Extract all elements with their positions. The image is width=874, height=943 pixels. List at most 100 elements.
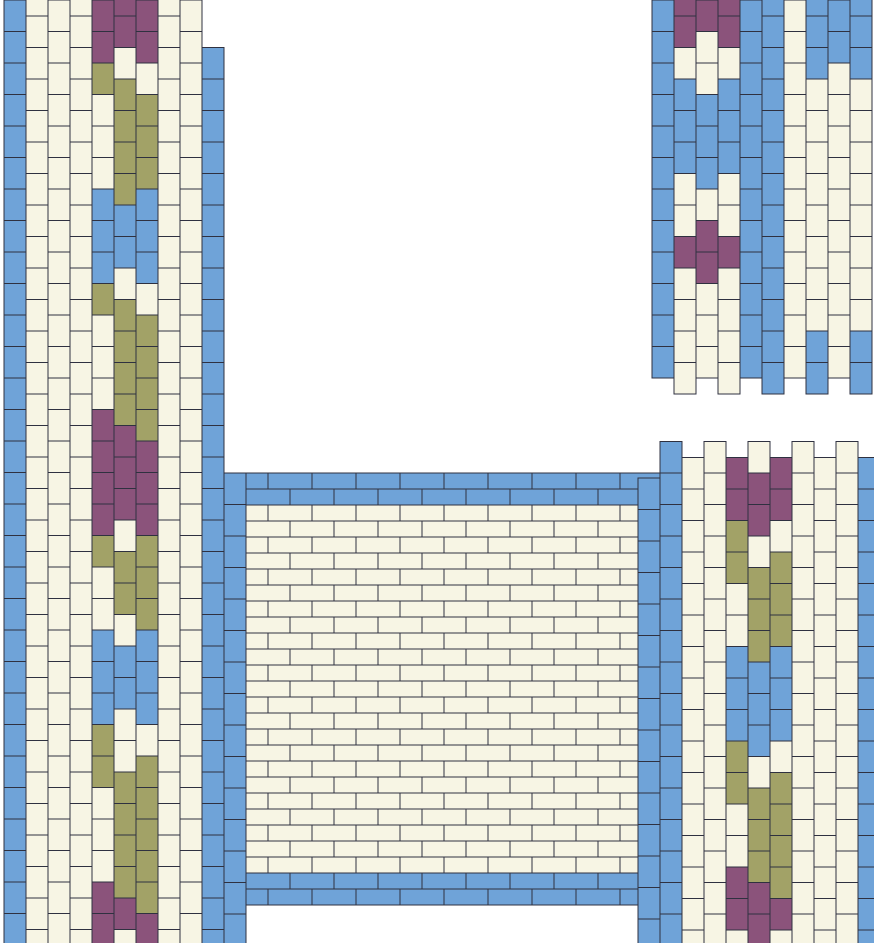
bead: [114, 646, 136, 678]
bead: [850, 0, 872, 16]
bead: [136, 126, 158, 158]
bead: [652, 0, 674, 32]
bead: [312, 825, 356, 841]
bead: [312, 569, 356, 585]
bead: [510, 649, 554, 665]
bead: [660, 662, 682, 694]
bead: [554, 649, 598, 665]
bead: [114, 205, 136, 237]
bead: [858, 898, 874, 930]
bead: [696, 347, 718, 379]
bead: [576, 889, 620, 905]
left-vertical-strip: [4, 0, 224, 943]
bead: [858, 615, 874, 647]
bead: [850, 142, 872, 174]
bead: [652, 95, 674, 127]
bead: [268, 537, 312, 553]
bead: [290, 777, 334, 793]
bead: [268, 569, 312, 585]
bead: [422, 745, 466, 761]
edge-bead: [224, 694, 246, 726]
bead: [466, 873, 510, 889]
bead: [674, 331, 696, 363]
edge-bead: [638, 919, 660, 943]
bead: [136, 315, 158, 347]
bead: [312, 793, 356, 809]
bead: [92, 63, 114, 95]
bead: [114, 457, 136, 489]
bead: [136, 284, 158, 316]
bead: [378, 585, 422, 601]
edge-bead: [224, 599, 246, 631]
bead: [836, 473, 858, 505]
bead: [378, 745, 422, 761]
bead: [268, 729, 312, 745]
bead: [488, 825, 532, 841]
bead: [378, 713, 422, 729]
edge-bead: [224, 883, 246, 915]
bead: [444, 889, 488, 905]
bead: [158, 425, 180, 457]
bead: [466, 777, 510, 793]
bead: [660, 820, 682, 852]
bead: [682, 646, 704, 678]
bead: [70, 299, 92, 331]
bead: [92, 536, 114, 568]
bead: [718, 47, 740, 79]
bead: [488, 601, 532, 617]
bead: [356, 601, 400, 617]
bead: [488, 473, 532, 489]
edge-bead: [224, 631, 246, 663]
bead: [290, 745, 334, 761]
bead: [70, 835, 92, 867]
bead: [158, 614, 180, 646]
bead: [114, 772, 136, 804]
bead: [466, 521, 510, 537]
bead: [4, 693, 26, 725]
bead: [784, 158, 806, 190]
bead: [70, 0, 92, 16]
bead: [202, 772, 224, 804]
bead: [378, 649, 422, 665]
bead: [356, 889, 400, 905]
bead: [598, 841, 642, 857]
bead: [770, 898, 792, 930]
bead: [858, 678, 874, 710]
bead: [748, 725, 770, 757]
bead: [718, 268, 740, 300]
bead: [136, 378, 158, 410]
bead: [726, 583, 748, 615]
bead: [92, 725, 114, 757]
bead: [696, 158, 718, 190]
bead: [48, 63, 70, 95]
bead: [828, 95, 850, 127]
bead: [660, 505, 682, 537]
bead: [180, 567, 202, 599]
bead: [268, 889, 312, 905]
bead: [806, 362, 828, 394]
bead: [828, 284, 850, 316]
bead: [836, 757, 858, 789]
bead: [828, 189, 850, 221]
bead: [748, 851, 770, 883]
bead: [400, 825, 444, 841]
bead: [180, 599, 202, 631]
bead: [422, 873, 466, 889]
bead: [696, 252, 718, 284]
bead: [748, 631, 770, 663]
bead: [70, 551, 92, 583]
bead: [532, 761, 576, 777]
bead: [4, 284, 26, 316]
bead: [268, 633, 312, 649]
bead: [48, 378, 70, 410]
bead: [576, 505, 620, 521]
bead: [158, 898, 180, 930]
bead: [4, 882, 26, 914]
bead: [422, 585, 466, 601]
bead: [334, 681, 378, 697]
bead: [246, 521, 290, 537]
bead: [268, 505, 312, 521]
bead: [576, 729, 620, 745]
bead: [682, 898, 704, 930]
bead: [792, 505, 814, 537]
